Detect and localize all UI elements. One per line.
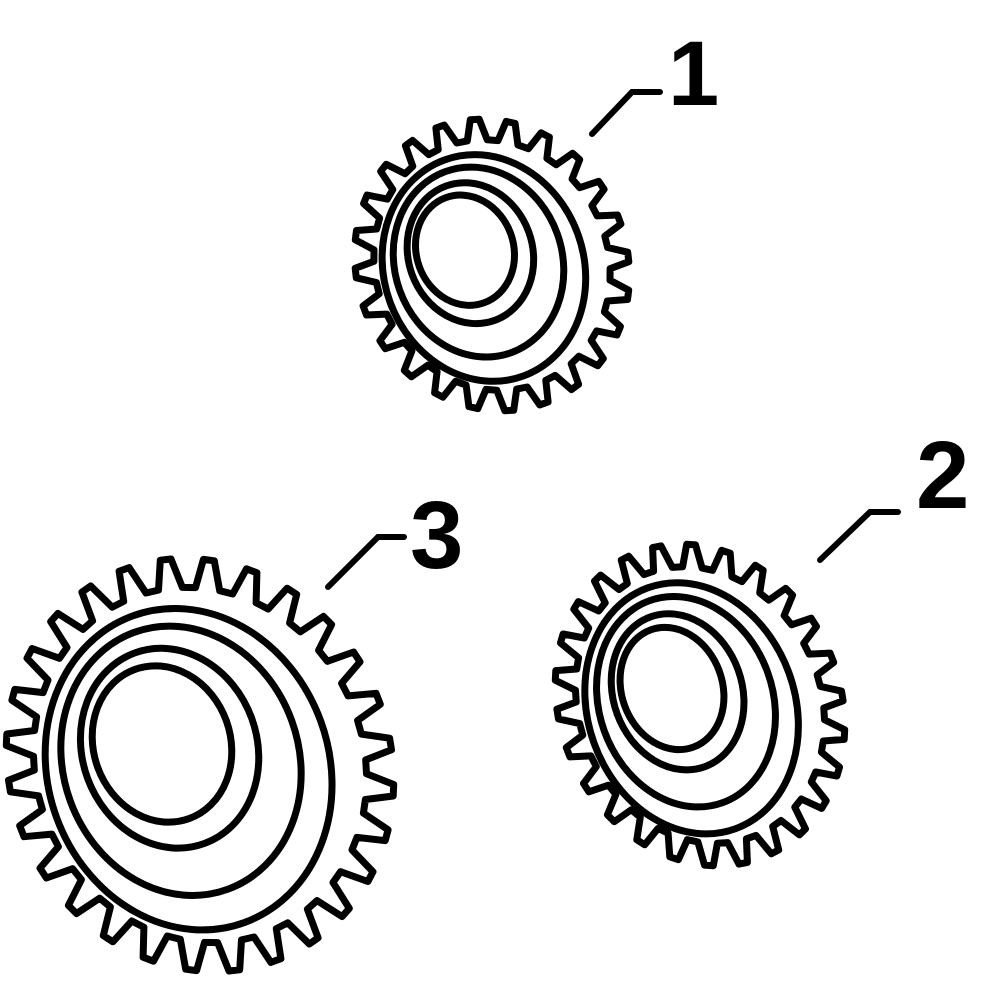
gear-3-ring-2 xyxy=(76,644,263,852)
gear-3-teeth xyxy=(2,555,398,975)
gear-3-ring-1 xyxy=(57,622,305,899)
gear-2-ring-1 xyxy=(593,592,779,811)
gear-2-teeth xyxy=(551,540,849,870)
gear-2-ring-3 xyxy=(616,623,728,754)
leader-line-1 xyxy=(589,89,663,137)
gear-2-ring-0 xyxy=(581,579,802,838)
gear-1-ring-3 xyxy=(411,191,519,309)
gear-1-ring-0 xyxy=(378,151,590,385)
gear-1-drawing xyxy=(351,115,633,415)
leader-line-3 xyxy=(325,534,407,590)
gear-1-ring-1 xyxy=(389,163,568,361)
gear-3-ring-0 xyxy=(41,605,336,934)
gear-3-drawing xyxy=(2,555,398,975)
gear-1-teeth xyxy=(351,115,633,415)
callout-label-1: 1 xyxy=(668,23,720,125)
gear-1-ring-2 xyxy=(403,179,538,328)
gear-3-ring-3 xyxy=(88,662,236,826)
callout-label-3: 3 xyxy=(410,482,464,589)
callout-label-2: 2 xyxy=(916,422,970,529)
leader-line-2 xyxy=(817,509,901,563)
gear-2-ring-2 xyxy=(607,610,748,774)
gear-2-drawing xyxy=(551,540,849,870)
